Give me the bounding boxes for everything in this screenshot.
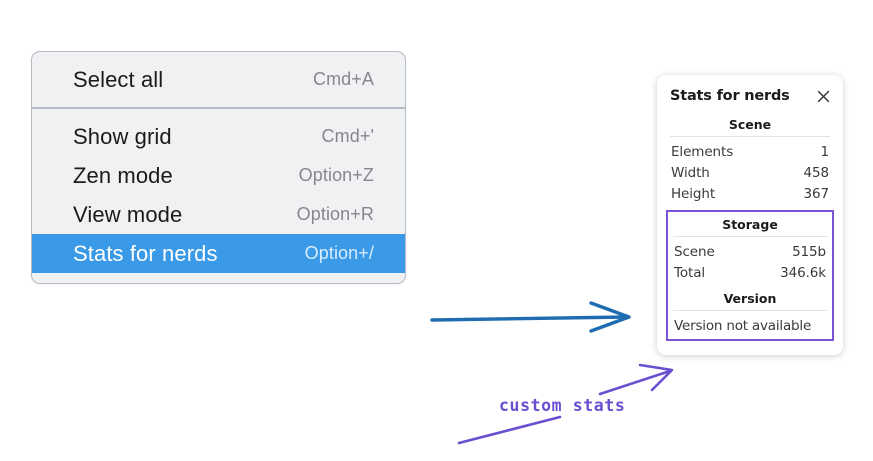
menu-item-stats-for-nerds[interactable]: Stats for nerds Option+/: [32, 234, 405, 273]
menu-item-select-all[interactable]: Select all Cmd+A: [32, 60, 405, 99]
storage-section: Storage Scene 515b Total 346.6k: [670, 216, 830, 283]
blue-arrow-annotation: [430, 301, 631, 333]
menu-item-view-mode[interactable]: View mode Option+R: [32, 195, 405, 234]
custom-stats-annotation-label: custom stats: [499, 396, 626, 415]
stats-panel-header: Stats for nerds: [667, 87, 833, 104]
version-divider: [673, 310, 827, 311]
scene-heading: Scene: [728, 117, 772, 132]
storage-divider: [673, 236, 827, 237]
stat-key: Total: [674, 264, 706, 281]
menu-item-shortcut: Cmd+A: [312, 69, 374, 89]
menu-item-show-grid[interactable]: Show grid Cmd+': [32, 117, 405, 156]
context-menu[interactable]: Select all Cmd+A Show grid Cmd+' Zen mod…: [31, 51, 406, 284]
version-section: Version Version not available: [670, 290, 830, 335]
stat-value: 515b: [792, 243, 826, 260]
menu-section-2: Show grid Cmd+' Zen mode Option+Z View m…: [32, 107, 405, 283]
close-icon[interactable]: [816, 89, 831, 104]
stat-row: Height 367: [667, 183, 833, 204]
menu-section-1: Select all Cmd+A: [32, 52, 405, 107]
stat-key: Height: [671, 185, 716, 202]
scene-section: Scene Elements 1 Width 458 Height 367: [667, 116, 833, 204]
version-note: Version not available: [674, 318, 812, 334]
stat-value: 367: [803, 185, 830, 202]
menu-item-label: View mode: [73, 201, 183, 227]
menu-item-zen-mode[interactable]: Zen mode Option+Z: [32, 156, 405, 195]
purple-arrow-to-version-box: [598, 363, 674, 396]
menu-item-label: Stats for nerds: [73, 240, 218, 266]
custom-stats-box: Storage Scene 515b Total 346.6k Version …: [666, 210, 834, 341]
stat-value: 458: [803, 164, 830, 181]
section-spacer: [670, 283, 830, 290]
stat-row: Elements 1: [667, 141, 833, 162]
stat-value: 1: [820, 143, 830, 160]
menu-item-shortcut: Option+/: [304, 243, 374, 263]
menu-item-shortcut: Option+Z: [298, 165, 374, 185]
storage-heading: Storage: [722, 217, 778, 232]
stat-row: Total 346.6k: [670, 262, 830, 283]
stat-key: Width: [671, 164, 710, 181]
stat-row: Width 458: [667, 162, 833, 183]
stat-row: Scene 515b: [670, 241, 830, 262]
version-heading: Version: [723, 291, 777, 306]
stats-panel-title: Stats for nerds: [670, 88, 790, 104]
menu-item-label: Show grid: [73, 123, 172, 149]
menu-item-shortcut: Option+R: [296, 204, 374, 224]
stat-key: Scene: [674, 243, 715, 260]
purple-underline-stroke: [457, 415, 562, 445]
menu-item-shortcut: Cmd+': [321, 126, 374, 146]
stat-value: 346.6k: [780, 264, 826, 281]
stat-key: Elements: [671, 143, 734, 160]
scene-divider: [670, 136, 830, 137]
menu-item-label: Zen mode: [73, 162, 173, 188]
menu-item-label: Select all: [73, 66, 164, 92]
stats-for-nerds-panel[interactable]: Stats for nerds Scene Elements 1 Width 4…: [657, 75, 843, 355]
